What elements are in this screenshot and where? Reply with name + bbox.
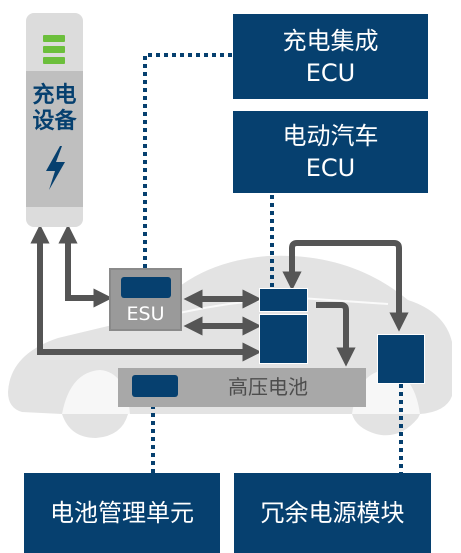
esu-module bbox=[121, 277, 171, 298]
charger-base bbox=[26, 207, 83, 227]
charge-level-bar bbox=[43, 35, 65, 42]
high-voltage-battery: 高压电池 bbox=[118, 368, 366, 407]
arrow-charger-to-controller bbox=[30, 224, 262, 362]
ev-ecu-label: 电动汽车 ECU bbox=[282, 122, 379, 182]
esu-unit: ESU bbox=[109, 268, 182, 331]
ev-ecu-box: 电动汽车 ECU bbox=[233, 111, 428, 193]
charger-indicator-panel bbox=[26, 13, 83, 71]
bms-box: 电池管理单元 bbox=[24, 473, 220, 553]
charge-level-bar bbox=[43, 57, 65, 64]
connector-charging-ecu-esu bbox=[143, 53, 232, 268]
bms-label: 电池管理单元 bbox=[50, 499, 194, 527]
ev-ecu-module bbox=[259, 288, 308, 312]
charging-integrated-ecu-box: 充电集成 ECU bbox=[233, 14, 428, 99]
redundant-power-unit bbox=[377, 334, 425, 384]
arrow-controller-to-redundant bbox=[282, 240, 409, 332]
arrow-charger-to-esu bbox=[58, 224, 113, 308]
esu-label: ESU bbox=[126, 303, 165, 325]
charging-integrated-ecu-label: 充电集成 ECU bbox=[282, 26, 379, 87]
redundant-power-module-label: 冗余电源模块 bbox=[260, 499, 405, 527]
lightning-bolt-icon bbox=[45, 146, 65, 190]
vehicle-controller-module bbox=[259, 314, 308, 364]
battery-label: 高压电池 bbox=[228, 375, 308, 399]
charge-level-bar bbox=[43, 46, 65, 53]
charging-station: 充电 设备 bbox=[26, 13, 83, 227]
battery-management-cell bbox=[132, 375, 178, 397]
charger-body: 充电 设备 bbox=[26, 71, 83, 207]
front-wheel-arch bbox=[62, 370, 130, 414]
redundant-power-module-box: 冗余电源模块 bbox=[234, 473, 431, 553]
arrow-controller-battery-right bbox=[316, 302, 356, 367]
charger-label: 充电 设备 bbox=[32, 83, 77, 134]
